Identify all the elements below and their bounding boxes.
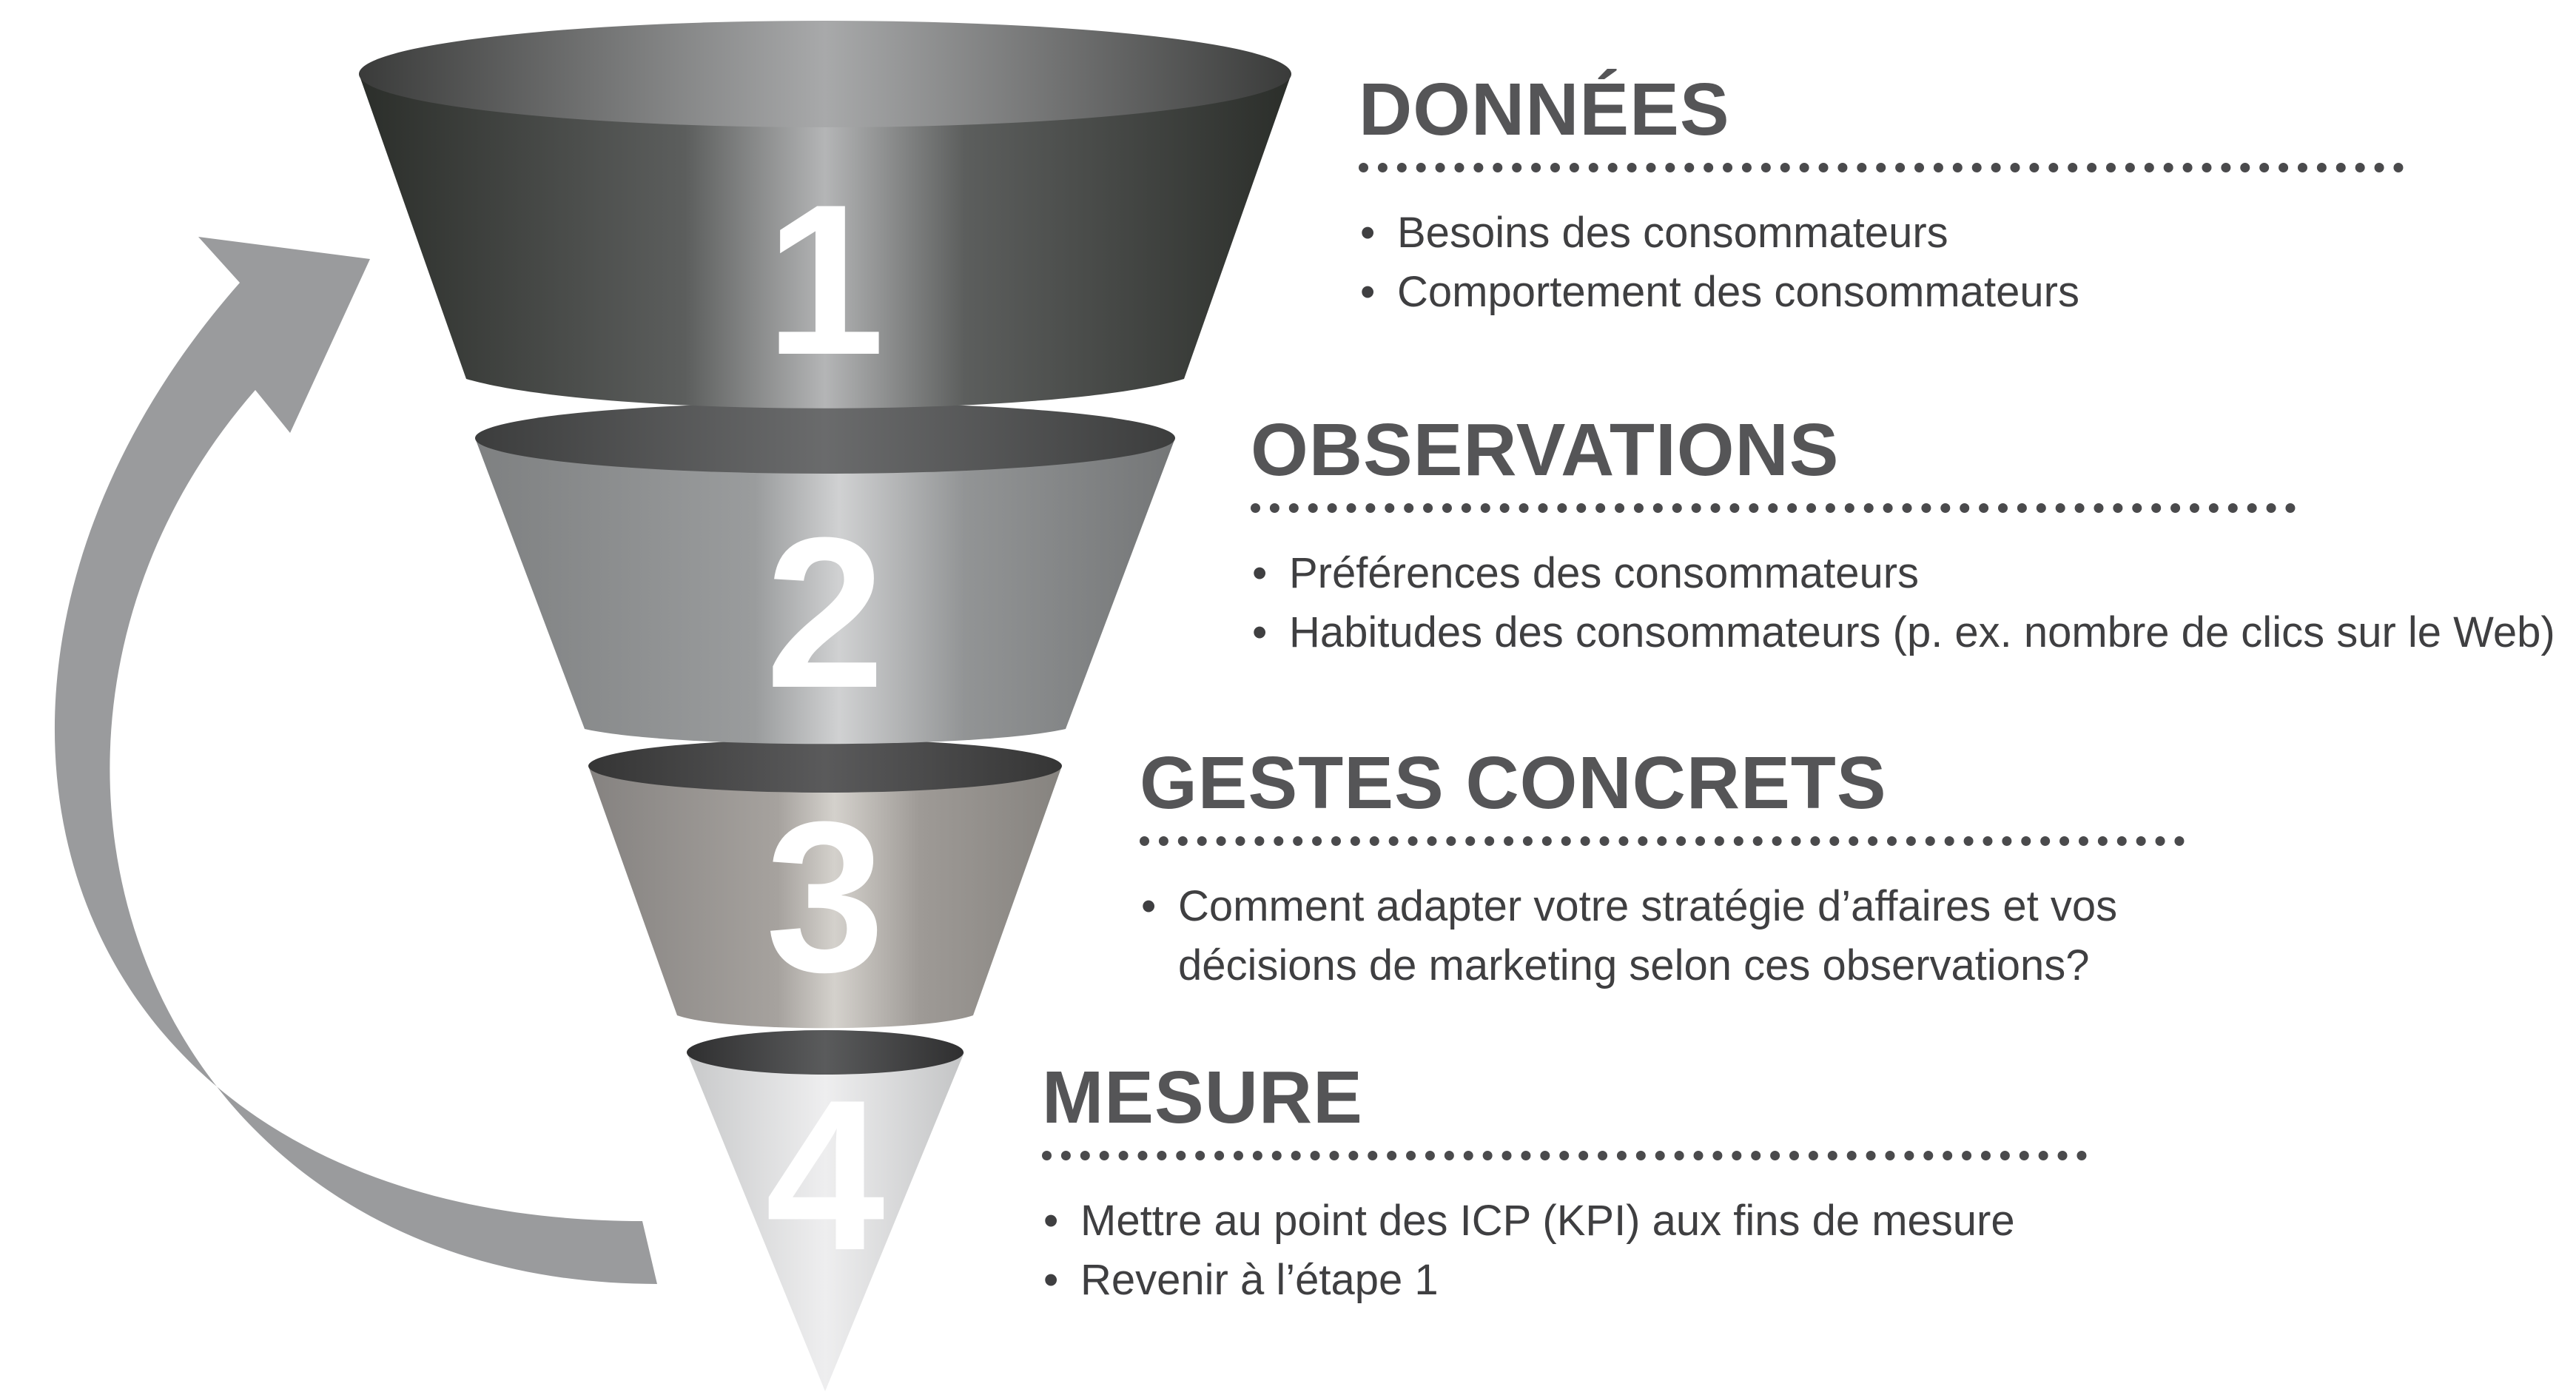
list-item: • Comportement des consommateurs bbox=[1359, 263, 2404, 322]
dotted-divider bbox=[1251, 503, 2296, 513]
stage-number-2: 2 bbox=[765, 493, 884, 733]
bullet-dot-icon: • bbox=[1360, 204, 1375, 263]
funnel-stage-2: 2 bbox=[475, 403, 1175, 744]
section-title: DONNÉES bbox=[1359, 65, 2404, 154]
bullet-dot-icon: • bbox=[1252, 544, 1267, 603]
list-item-text: Préférences des consommateurs bbox=[1289, 549, 1919, 597]
funnel-stage-4: 4 bbox=[687, 1030, 964, 1391]
funnel-stage-1: 1 bbox=[359, 21, 1291, 409]
section-gestes-concrets: GESTES CONCRETS • Comment adapter votre s… bbox=[1140, 739, 2185, 995]
funnel-stage-3: 3 bbox=[588, 739, 1062, 1028]
section-mesure: MESURE • Mettre au point des ICP (KPI) au… bbox=[1042, 1053, 2087, 1310]
section-title: OBSERVATIONS bbox=[1251, 406, 2296, 494]
list-item-text: Comment adapter votre stratégie d’affair… bbox=[1178, 882, 2117, 989]
dotted-divider bbox=[1140, 836, 2185, 846]
bullet-dot-icon: • bbox=[1252, 603, 1267, 662]
dotted-divider bbox=[1359, 163, 2404, 172]
section-donnees: DONNÉES • Besoins des consommateurs • Comp… bbox=[1359, 65, 2404, 322]
list-item-text: Mettre au point des ICP (KPI) aux fins d… bbox=[1080, 1197, 2015, 1245]
list-item-text: Revenir à l’étape 1 bbox=[1080, 1256, 1439, 1304]
list-item: • Mettre au point des ICP (KPI) aux fins … bbox=[1042, 1191, 2087, 1251]
section-title: MESURE bbox=[1042, 1053, 2087, 1142]
bullet-list: • Besoins des consommateurs • Comportement… bbox=[1359, 204, 2404, 322]
list-item: •Habitudes des consommateurs (p. ex. nom… bbox=[1251, 603, 2296, 662]
bullet-dot-icon: • bbox=[1360, 263, 1375, 322]
list-item: • Préférences des consommateurs bbox=[1251, 544, 2296, 603]
list-item-text: Habitudes des consommateurs (p. ex. nomb… bbox=[1289, 608, 2555, 656]
bullet-dot-icon: • bbox=[1141, 877, 1156, 936]
list-item-text: Comportement des consommateurs bbox=[1397, 268, 2079, 316]
list-item: • Revenir à l’étape 1 bbox=[1042, 1251, 2087, 1310]
dotted-divider bbox=[1042, 1151, 2087, 1160]
bullet-list: • Comment adapter votre stratégie d’affai… bbox=[1140, 877, 2185, 995]
bullet-dot-icon: • bbox=[1043, 1191, 1058, 1251]
bullet-dot-icon: • bbox=[1043, 1251, 1058, 1310]
list-item: • Besoins des consommateurs bbox=[1359, 204, 2404, 263]
bullet-list: • Mettre au point des ICP (KPI) aux fins … bbox=[1042, 1191, 2087, 1310]
stage-number-1: 1 bbox=[765, 160, 884, 400]
list-item: • Comment adapter votre stratégie d’affai… bbox=[1140, 877, 2140, 995]
stage-number-4: 4 bbox=[765, 1055, 886, 1295]
section-observations: OBSERVATIONS • Préférences des consommate… bbox=[1251, 406, 2296, 662]
list-item-text: Besoins des consommateurs bbox=[1397, 209, 1948, 257]
bullet-list: • Préférences des consommateurs •Habitude… bbox=[1251, 544, 2296, 662]
stage-number-3: 3 bbox=[765, 777, 884, 1017]
section-title: GESTES CONCRETS bbox=[1140, 739, 2185, 827]
